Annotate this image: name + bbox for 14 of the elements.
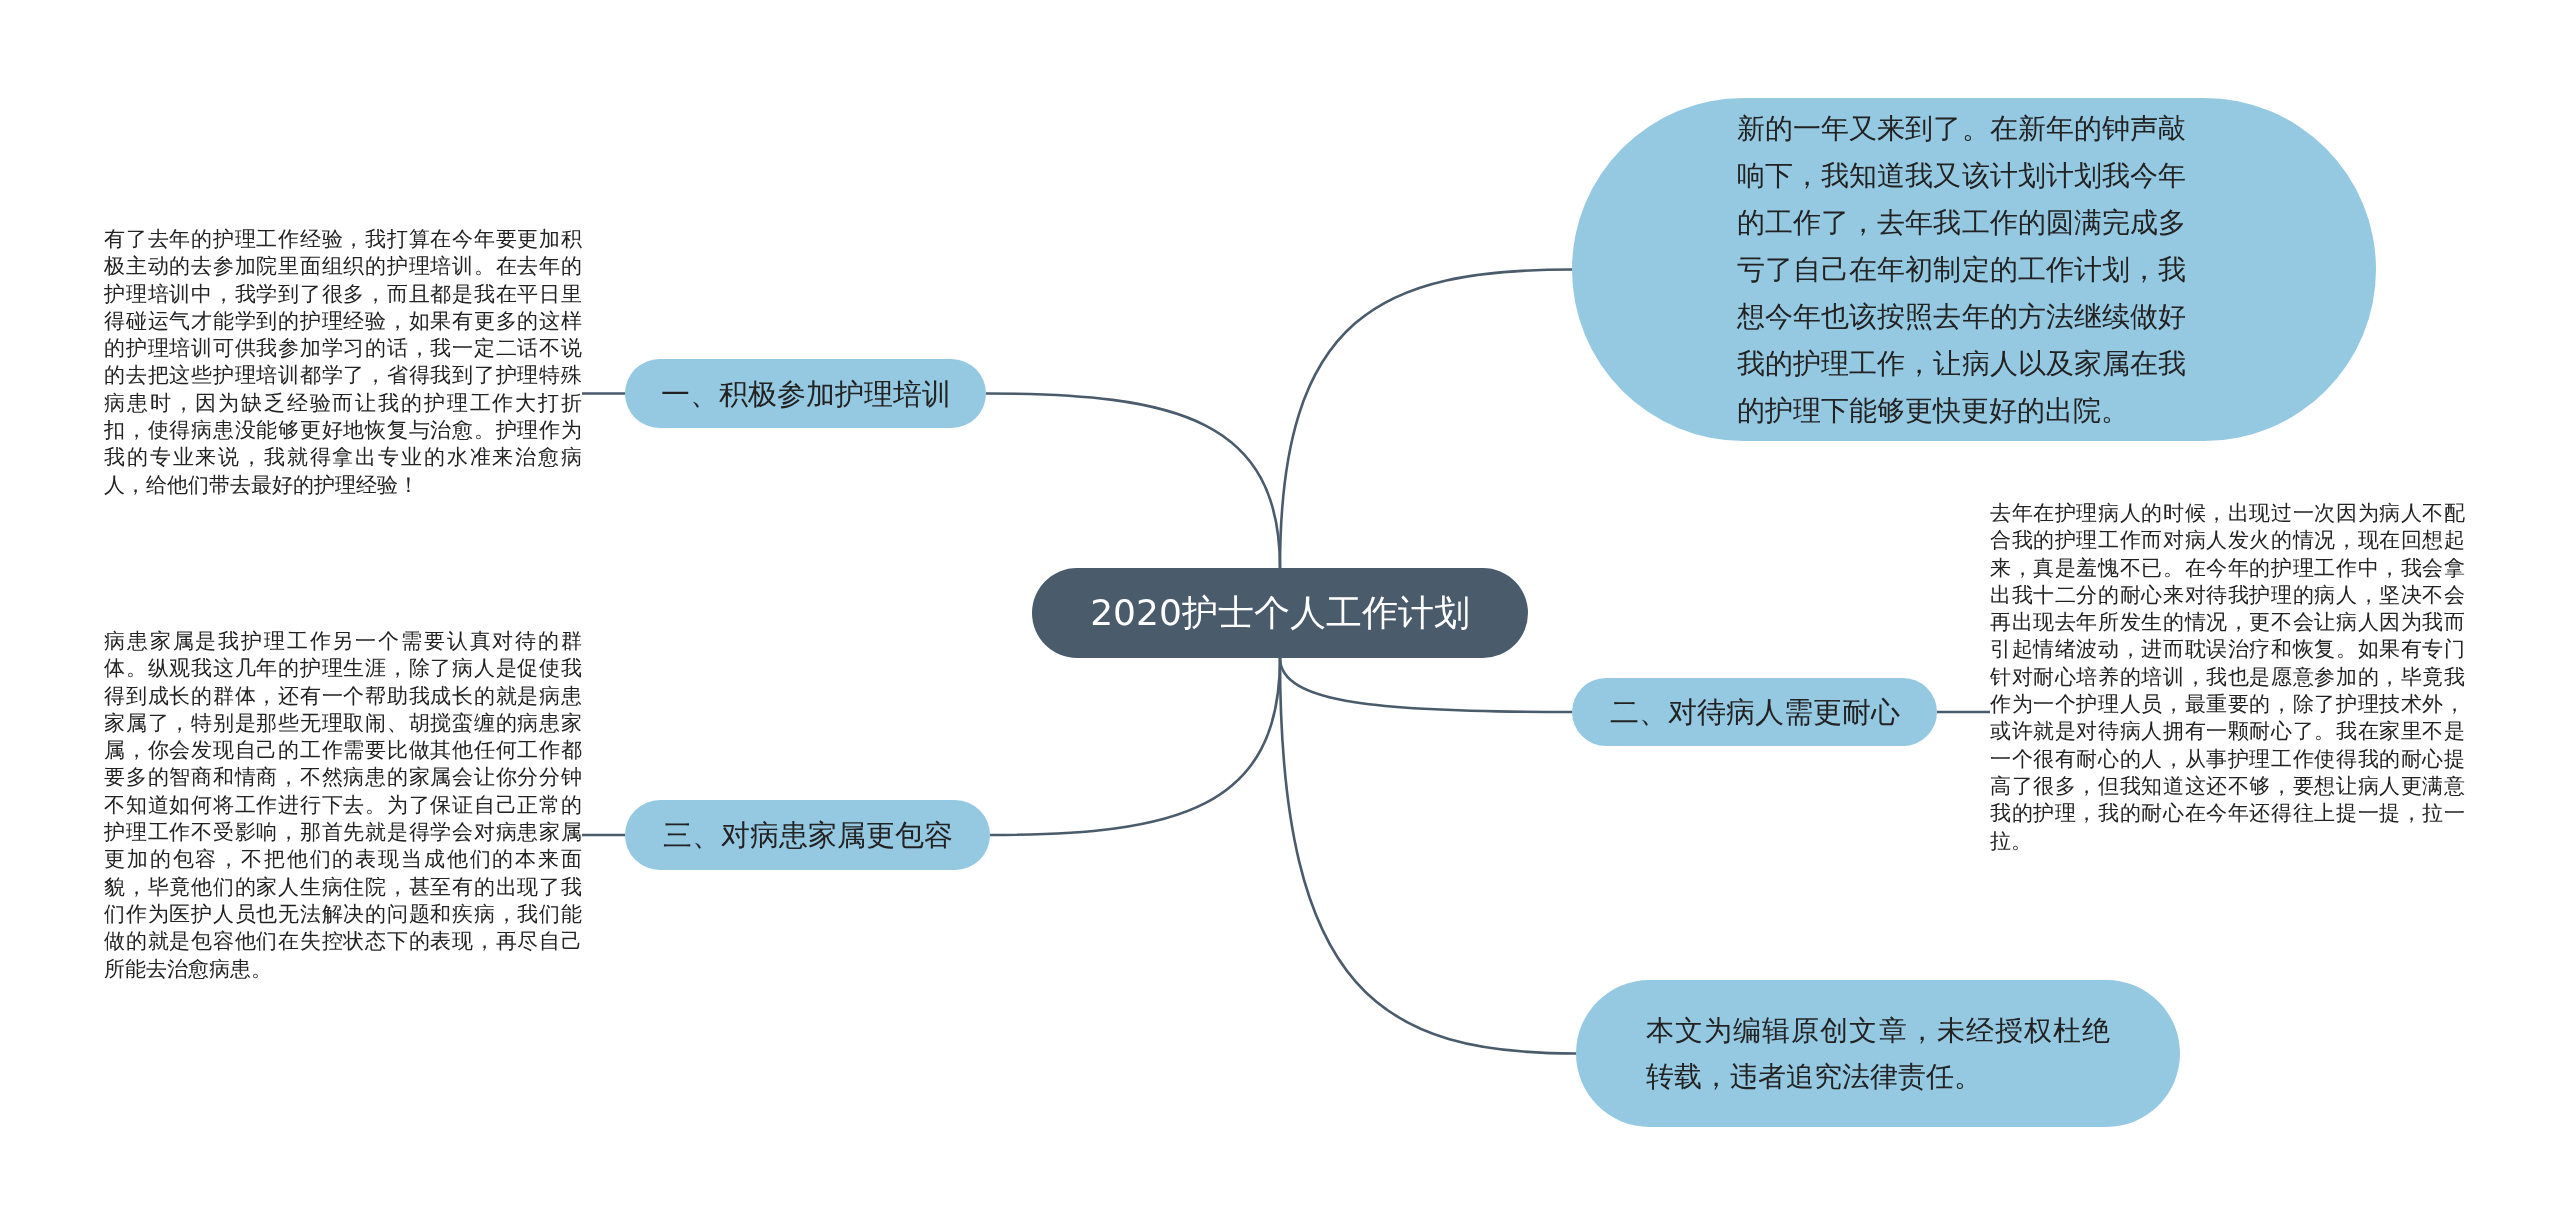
topic-pill: 三、对病患家属更包容 bbox=[625, 800, 990, 870]
note-text: 有了去年的护理工作经验，我打算在今年要更加积极主动的去参加院里面组织的护理培训。在去年的护理培训中，我学到了很多，而且都是我在平日里得碰运气才能学到的护理经验，如果有更多的这样的护理培训可供我参加学习的话，我一定二话不说的去把这些护理培训都学了，省得我到了护理特殊病患时，因为缺乏经验而让我的护理工作大打折扣，使得病患没能够更好地恢复与治愈。护理作为我的专业来说，我就得拿出专业的水准来治愈病人，给他们带去最好的护理经验！ bbox=[104, 226, 582, 566]
connector-line bbox=[990, 657, 1282, 837]
topic-pill: 一、积极参加护理培训 bbox=[625, 359, 986, 428]
connector-line bbox=[582, 392, 625, 395]
connector-line bbox=[582, 833, 625, 837]
topic-pill: 二、对待病人需更耐心 bbox=[1572, 678, 1937, 746]
connector-line bbox=[1937, 710, 1990, 714]
note-text: 去年在护理病人的时候，出现过一次因为病人不配合我的护理工作而对病人发火的情况，现在回想起来，真是羞愧不已。在今年的护理工作中，我会拿出我十二分的耐心来对待我护理的病人，坚决不会再出现去年所发生的情况，更不会让病人因为我而引起情绪波动，进而耽误治疗和恢复。如果有专门针对耐心培养的培训，我也是愿意参加的，毕竟我作为一个护理人员，最重要的，除了护理技术外，或许就是对待病人拥有一颗耐心了。我在家里不是一个很有耐心的人，从事护理工作使得我的耐心提高了很多，但我知道这还不够，要想让病人更满意我的护理，我的耐心在今年还得往上提一提，拉一拉。 bbox=[1990, 500, 2465, 930]
note-text: 病患家属是我护理工作另一个需要认真对待的群体。纵观我这几年的护理生涯，除了病人是促使我得到成长的群体，还有一个帮助我成长的就是病患家属了，特别是那些无理取闹、胡搅蛮缠的病患家属，你会发现自己的工作需要比做其他任何工作都要多的智商和情商，不然病患的家属会让你分分钟不知道如何将工作进行下去。为了保证自己正常的护理工作不受影响，那首先就是得学会对病患家属更加的包容，不把他们的表现当成他们的本来面貌，毕竟他们的家人生病住院，甚至有的出现了我们作为医护人员也无法解决的问题和疾病，我们能做的就是包容他们在失控状态下的表现，再尽自己所能去治愈病患。 bbox=[104, 628, 582, 1048]
text-bubble: 本文为编辑原创文章，未经授权杜绝转载，违者追究法律责任。 bbox=[1576, 980, 2180, 1127]
connector-line bbox=[986, 392, 1282, 569]
central-topic: 2020护士个人工作计划 bbox=[1032, 568, 1528, 658]
text-bubble: 新的一年又来到了。在新年的钟声敲响下，我知道我又该计划计划我今年的工作了，去年我工作的圆满完成多亏了自己在年初制定的工作计划，我想今年也该按照去年的方法继续做好我的护理工作，让病人以及家属在我的护理下能够更快更好的出院。 bbox=[1572, 98, 2376, 441]
